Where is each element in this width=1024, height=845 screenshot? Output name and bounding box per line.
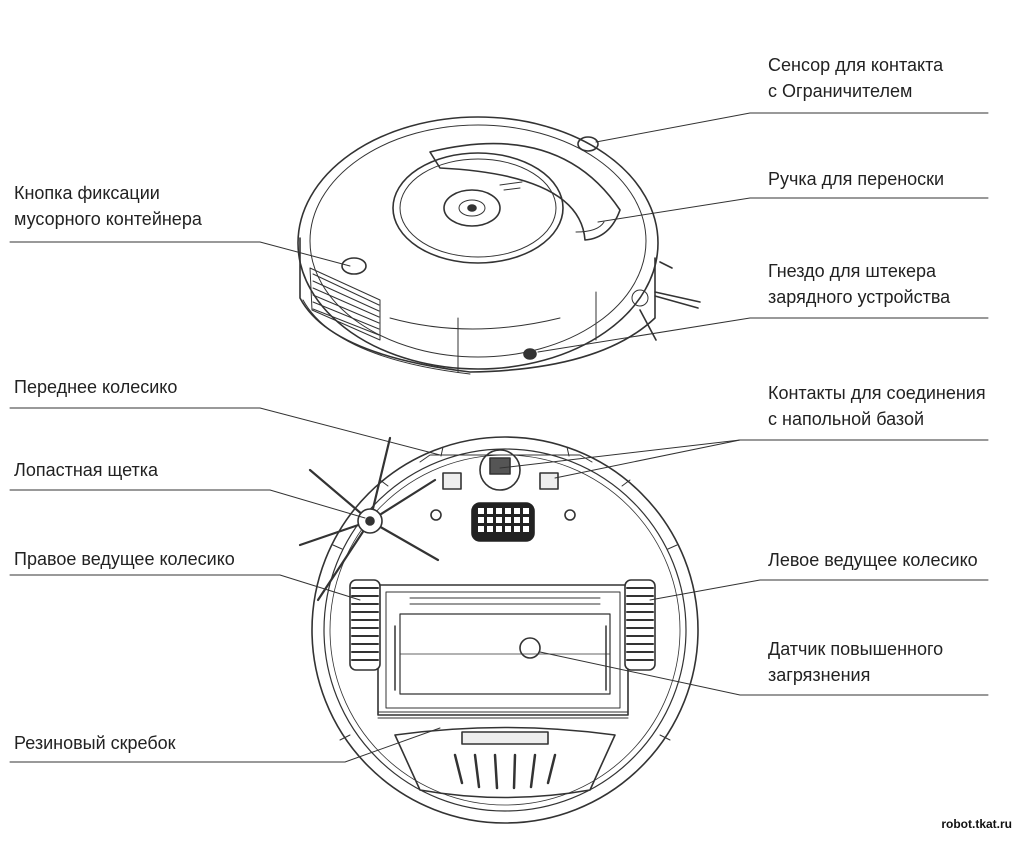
label-charger-jack: Гнездо для штекера зарядного устройства [768,258,950,310]
robot-bottom-view [298,436,699,824]
label-carry-handle: Ручка для переноски [768,166,944,192]
label-line: Гнездо для штекера [768,261,937,281]
label-line: Переднее колесико [14,377,178,397]
label-rubber-squeegee: Резиновый скребок [14,730,176,756]
leader-lines [9,112,989,763]
label-line: с напольной базой [768,409,925,429]
label-side-brush: Лопастная щетка [14,457,158,483]
label-dirt-sensor: Датчик повышенного загрязнения [768,636,943,688]
label-line: Сенсор для контакта [768,55,944,75]
robot-top-view [297,116,701,375]
label-line: Контакты для соединения [768,383,986,403]
label-bin-release: Кнопка фиксации мусорного контейнера [14,180,202,232]
label-left-drive-wheel: Левое ведущее колесико [768,547,978,573]
label-line: загрязнения [768,665,871,685]
label-virtual-wall-sensor: Сенсор для контакта с Ограничителем [768,52,943,104]
label-line: Ручка для переноски [768,169,945,189]
label-line: с Ограничителем [768,81,913,101]
label-line: зарядного устройства [768,287,951,307]
label-front-caster: Переднее колесико [14,374,177,400]
label-line: Правое ведущее колесико [14,549,235,569]
label-line: Лопастная щетка [14,460,159,480]
label-line: Резиновый скребок [14,733,176,753]
label-right-drive-wheel: Правое ведущее колесико [14,546,235,572]
label-line: мусорного контейнера [14,209,202,229]
label-dock-contacts: Контакты для соединения с напольной базо… [768,380,986,432]
watermark: robot.tkat.ru [941,817,1012,831]
label-line: Левое ведущее колесико [768,550,978,570]
label-line: Кнопка фиксации [14,183,160,203]
label-line: Датчик повышенного [768,639,944,659]
